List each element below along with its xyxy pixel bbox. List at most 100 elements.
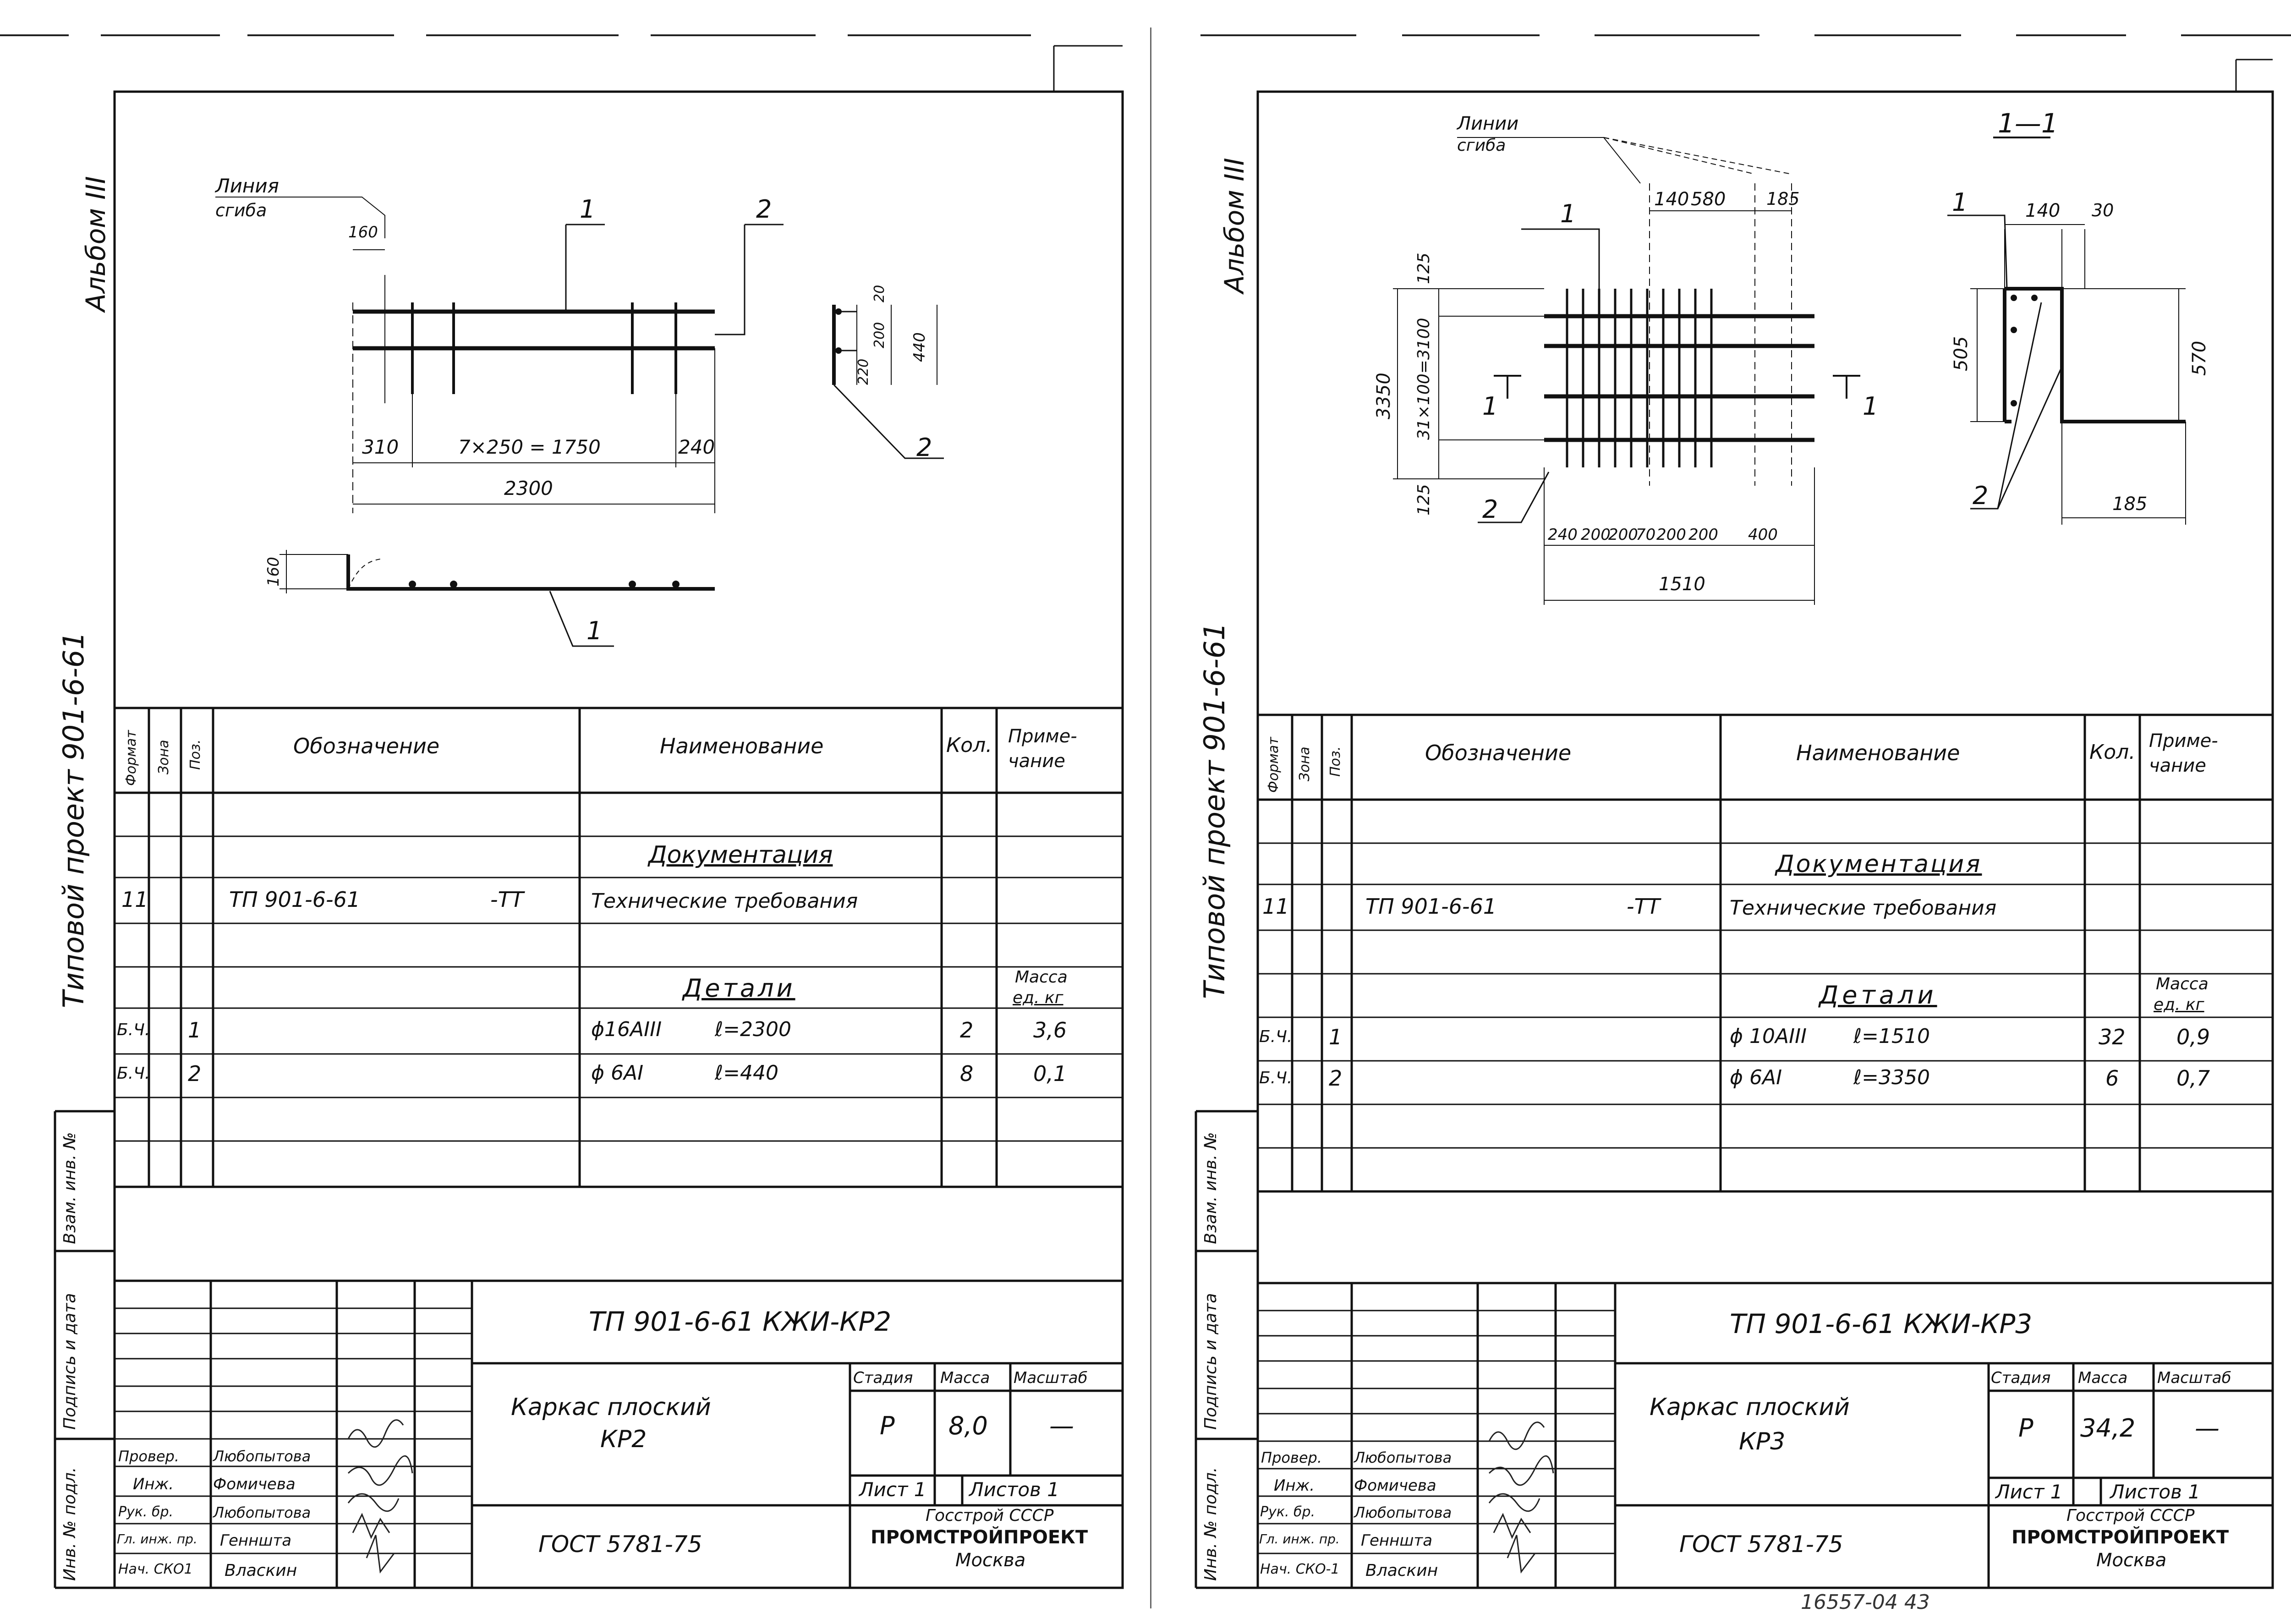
staff-role: Провер.: [118, 1448, 179, 1465]
part-qty: 2: [960, 1018, 974, 1042]
header-pos: Поз.: [1327, 746, 1343, 777]
staff-role: Рук. бр.: [1260, 1504, 1315, 1520]
staff-name: Любопытова: [213, 1448, 311, 1465]
part-format: Б.Ч.: [117, 1064, 150, 1083]
part-qty: 32: [2099, 1025, 2126, 1049]
dimension-text: 20: [871, 285, 888, 302]
mass-note: ед. кг: [2154, 995, 2204, 1014]
staff-name: Любопытова: [1354, 1449, 1452, 1466]
header-zone: Зона: [156, 740, 172, 774]
stamp-field-sign: Подпись и дата: [1201, 1293, 1220, 1430]
doc-suffix: -ТТ: [1627, 894, 1660, 919]
dimension-chain: 240: [1548, 526, 1578, 544]
top-cut-mark: [1814, 34, 1961, 36]
doc-designation: ТП 901-6-61: [229, 887, 361, 912]
header-qty: Кол.: [946, 734, 992, 757]
part-name: ϕ 6АI: [591, 1061, 644, 1085]
staff-role: Гл. инж. пр.: [1259, 1531, 1340, 1547]
top-cut-mark: [2016, 34, 2126, 36]
staff-role: Инж.: [133, 1475, 174, 1493]
mass-value: 34,2: [2080, 1414, 2136, 1443]
part-name: ϕ 6АI: [1730, 1066, 1782, 1089]
dimension-text: 1510: [1659, 574, 1705, 595]
header-note: Приме- чание: [2149, 730, 2218, 776]
dimension-text: 310: [362, 436, 399, 458]
top-cut-mark: [1200, 34, 1356, 36]
stamp-field-sign: Подпись и дата: [60, 1293, 79, 1430]
drawing-title: Каркас плоский: [1650, 1394, 1850, 1421]
document-code: ТП 901-6-61 КЖИ-КР3: [1730, 1308, 2033, 1339]
footer-note: 16557-04 43: [1801, 1591, 1930, 1614]
part-qty: 6: [2105, 1066, 2119, 1091]
stamp-field-repl: Взам. инв. №: [1201, 1132, 1220, 1244]
dimension-text: 125: [1414, 252, 1433, 284]
drawing-title: Каркас плоский: [511, 1394, 711, 1421]
part-qty: 8: [960, 1061, 974, 1086]
section-documentation: Документация: [1776, 850, 1982, 878]
mass-header: Масса: [2078, 1369, 2128, 1387]
part-pos: 1: [1329, 1025, 1343, 1049]
part-format: Б.Ч.: [1259, 1027, 1293, 1046]
organization: ПРОМСТРОЙПРОЕКТ: [871, 1527, 1088, 1548]
part-format: Б.Ч.: [117, 1020, 150, 1039]
project-label: Типовой проект 901-6-61: [1198, 622, 1231, 999]
document-code: ТП 901-6-61 КЖИ-КР2: [589, 1306, 892, 1337]
dimension-text: 160: [264, 557, 283, 587]
part-pos: 2: [188, 1061, 202, 1086]
section-label: 1—1: [1998, 108, 2058, 139]
dimension-text: 140: [1654, 189, 1689, 210]
part-name: ϕ16АIII: [591, 1018, 662, 1041]
staff-name: Власкин: [225, 1561, 297, 1580]
doc-format: 11: [1262, 894, 1289, 919]
dimension-text: 140: [2025, 200, 2061, 221]
staff-name: Власкин: [1365, 1561, 1438, 1580]
stamp-field-inv: Инв. № подл.: [60, 1467, 79, 1581]
mass-header: Масса: [940, 1369, 990, 1387]
dimension-chain: 400: [1748, 526, 1778, 544]
top-cut-mark: [1595, 34, 1759, 36]
section-parts: Детали: [683, 974, 795, 1003]
position-label: 1: [1952, 188, 1968, 217]
staff-role: Нач. СКО-1: [1260, 1561, 1340, 1577]
top-cut-mark: [848, 34, 1031, 36]
bend-line-label: сгиба: [1457, 136, 1506, 155]
part-pos: 1: [188, 1018, 202, 1042]
staff-role: Нач. СКО1: [118, 1561, 193, 1577]
organization: Москва: [955, 1550, 1026, 1571]
part-mass: 3,6: [1033, 1018, 1067, 1042]
doc-format: 11: [121, 887, 148, 912]
position-label: 1: [580, 195, 596, 224]
bend-line-label: Линии: [1457, 113, 1519, 134]
staff-name: Фомичева: [213, 1475, 296, 1493]
staff-name: Фомичева: [1354, 1476, 1436, 1495]
dimension-text: 185: [1766, 189, 1800, 209]
organization: ПРОМСТРОЙПРОЕКТ: [2011, 1527, 2229, 1548]
scale-value: —: [2195, 1414, 2220, 1443]
position-label: 2: [756, 195, 772, 224]
doc-name: Технические требования: [591, 889, 858, 913]
staff-role: Рук. бр.: [118, 1504, 174, 1520]
dimension-chain: 200: [1688, 526, 1718, 544]
dimension-chain: 70: [1636, 526, 1656, 544]
section-documentation: Документация: [648, 841, 833, 869]
dimension-text: 570: [2189, 340, 2210, 376]
sheet-number: Лист 1: [1995, 1481, 2063, 1503]
cut-mark-label: 1: [1482, 392, 1498, 421]
sheet-number: Лист 1: [859, 1478, 926, 1501]
top-cut-mark: [101, 34, 220, 36]
part-length: ℓ=1510: [1853, 1025, 1930, 1048]
scale-header: Масштаб: [2157, 1369, 2231, 1387]
dimension-chain: 200: [1656, 526, 1686, 544]
part-format: Б.Ч.: [1259, 1069, 1293, 1087]
stamp-field-repl: Взам. инв. №: [60, 1132, 79, 1244]
staff-role: Провер.: [1261, 1449, 1322, 1466]
dimension-chain: 200: [1581, 526, 1611, 544]
top-cut-mark: [426, 34, 619, 36]
drawing-title: КР2: [600, 1426, 647, 1453]
dimension-text: 200: [871, 322, 888, 348]
dimension-text: 31×100=3100: [1414, 318, 1433, 440]
part-name: ϕ 10АIII: [1730, 1025, 1807, 1048]
dimension-text: 505: [1951, 336, 1972, 371]
doc-name: Технические требования: [1730, 896, 1997, 920]
part-length: ℓ=2300: [715, 1018, 792, 1041]
